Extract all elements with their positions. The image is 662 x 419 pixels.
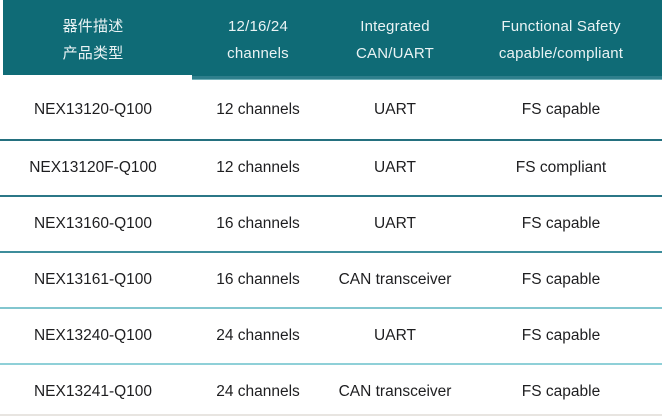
cell-interface: UART [374, 327, 416, 344]
cell-safety: FS compliant [515, 159, 607, 176]
header-cell-interface: Integrated CAN/UART [330, 13, 460, 67]
cell-safety: FS capable [521, 100, 601, 118]
cell-part-number: NEX13241-Q100 [33, 383, 153, 400]
cell-interface: CAN transceiver [338, 383, 452, 400]
header-line: Integrated [360, 18, 430, 35]
table-body: NEX13120-Q100 12 channels UART FS capabl… [0, 80, 662, 419]
header-cell-safety: Functional Safety capable/compliant [460, 13, 662, 67]
header-line: CAN/UART [356, 45, 434, 62]
cell-part-number: NEX13161-Q100 [33, 271, 153, 288]
table-row: NEX13120-Q100 12 channels UART FS capabl… [0, 80, 662, 139]
table-header: 器件描述 产品类型 12/16/24 channels Integrated C… [0, 0, 662, 80]
cell-channels: 24 channels [216, 327, 300, 344]
cell-safety: FS capable [521, 215, 601, 232]
cell-part-number: NEX13120F-Q100 [29, 159, 157, 176]
cell-part-number: NEX13160-Q100 [33, 215, 153, 232]
cell-interface: UART [374, 100, 416, 118]
header-line: 12/16/24 [228, 18, 288, 35]
header-cell-channels: 12/16/24 channels [186, 13, 330, 67]
cell-interface: UART [374, 159, 416, 176]
cell-part-number: NEX13240-Q100 [33, 327, 153, 344]
cell-channels: 24 channels [216, 383, 300, 400]
table-row: NEX13240-Q100 24 channels UART FS capabl… [0, 307, 662, 363]
header-step [192, 76, 662, 80]
header-line: 器件描述 [62, 18, 124, 35]
header-line: capable/compliant [498, 45, 624, 62]
cell-interface: UART [374, 215, 416, 232]
header-cell-part-type: 器件描述 产品类型 [0, 13, 186, 67]
cell-channels: 16 channels [216, 215, 300, 232]
cell-safety: FS capable [521, 383, 601, 400]
table-row: NEX13120F-Q100 12 channels UART FS compl… [0, 139, 662, 195]
cell-channels: 12 channels [216, 159, 300, 176]
cell-safety: FS capable [521, 271, 601, 288]
cell-channels: 12 channels [216, 100, 300, 118]
header-left-sliver [0, 0, 3, 80]
cell-part-number: NEX13120-Q100 [33, 100, 153, 118]
cell-interface: CAN transceiver [338, 271, 452, 288]
cell-safety: FS capable [521, 327, 601, 344]
bottom-strip [0, 414, 662, 416]
table-row: NEX13241-Q100 24 channels CAN transceive… [0, 363, 662, 419]
header-line: Functional Safety [501, 18, 621, 35]
cell-channels: 16 channels [216, 271, 300, 288]
header-line: 产品类型 [62, 45, 124, 62]
table-row: NEX13161-Q100 16 channels CAN transceive… [0, 251, 662, 307]
table-row: NEX13160-Q100 16 channels UART FS capabl… [0, 195, 662, 251]
header-line: channels [227, 45, 289, 62]
header-notch [0, 75, 192, 80]
